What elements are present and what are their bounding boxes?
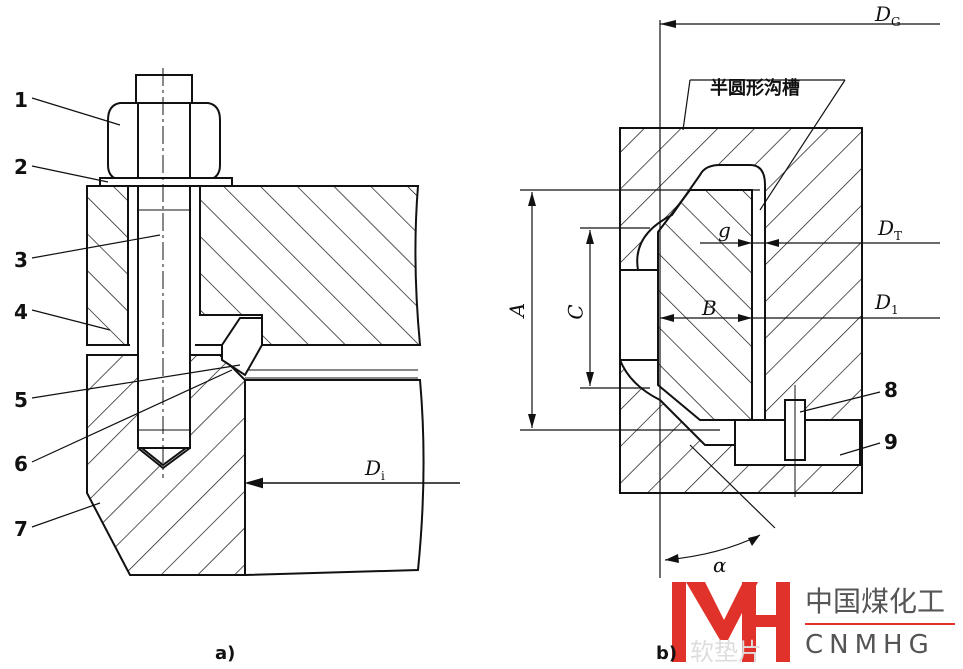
- dimension-b: B: [702, 296, 717, 320]
- part-label-7: 7: [14, 517, 28, 541]
- dimension-dt: DT: [878, 216, 902, 243]
- dim-dg-main: D: [875, 2, 892, 26]
- nut: [107, 102, 221, 181]
- bore: [244, 379, 425, 576]
- caption-a: a): [215, 643, 236, 664]
- stud-bolt: [137, 185, 191, 449]
- part-label-2: 2: [14, 155, 28, 179]
- dim-di-sub: i: [381, 469, 385, 483]
- part-label-4: 4: [14, 300, 28, 324]
- dimension-di: Di: [365, 456, 385, 483]
- part-label-3: 3: [14, 248, 28, 272]
- gasket-ring: [221, 317, 263, 377]
- figure-a-drawing: [31, 68, 460, 576]
- dimension-c: C: [563, 304, 588, 320]
- part-label-8: 8: [884, 378, 898, 402]
- dim-dt-sub: T: [894, 229, 903, 243]
- figure-b-drawing: [520, 20, 940, 578]
- part-label-5: 5: [14, 388, 28, 412]
- dimension-d1: D1: [875, 290, 899, 317]
- logo-name-cn: 中国煤化工: [805, 585, 946, 618]
- dimension-dg: DG: [875, 2, 901, 29]
- dim-d1-main: D: [875, 290, 892, 314]
- stud-top: [135, 74, 193, 106]
- logo-mark: [672, 582, 955, 662]
- caption-b: b): [656, 643, 678, 664]
- dimension-a: A: [505, 302, 530, 318]
- dimension-g: g: [718, 218, 731, 242]
- groove-label: 半圆形沟槽: [710, 78, 800, 99]
- dimension-alpha: α: [713, 553, 727, 577]
- logo-name-en: CNMHG: [805, 630, 935, 660]
- part-label-1: 1: [14, 88, 28, 112]
- part-label-9: 9: [884, 430, 898, 454]
- washer: [99, 177, 233, 187]
- part-label-6: 6: [14, 452, 28, 476]
- watermark-text: 软垫片: [690, 638, 762, 666]
- dim-d1-sub: 1: [891, 303, 899, 317]
- dim-di-main: D: [365, 456, 382, 480]
- dim-dg-sub: G: [891, 15, 901, 29]
- dim-dt-main: D: [878, 216, 895, 240]
